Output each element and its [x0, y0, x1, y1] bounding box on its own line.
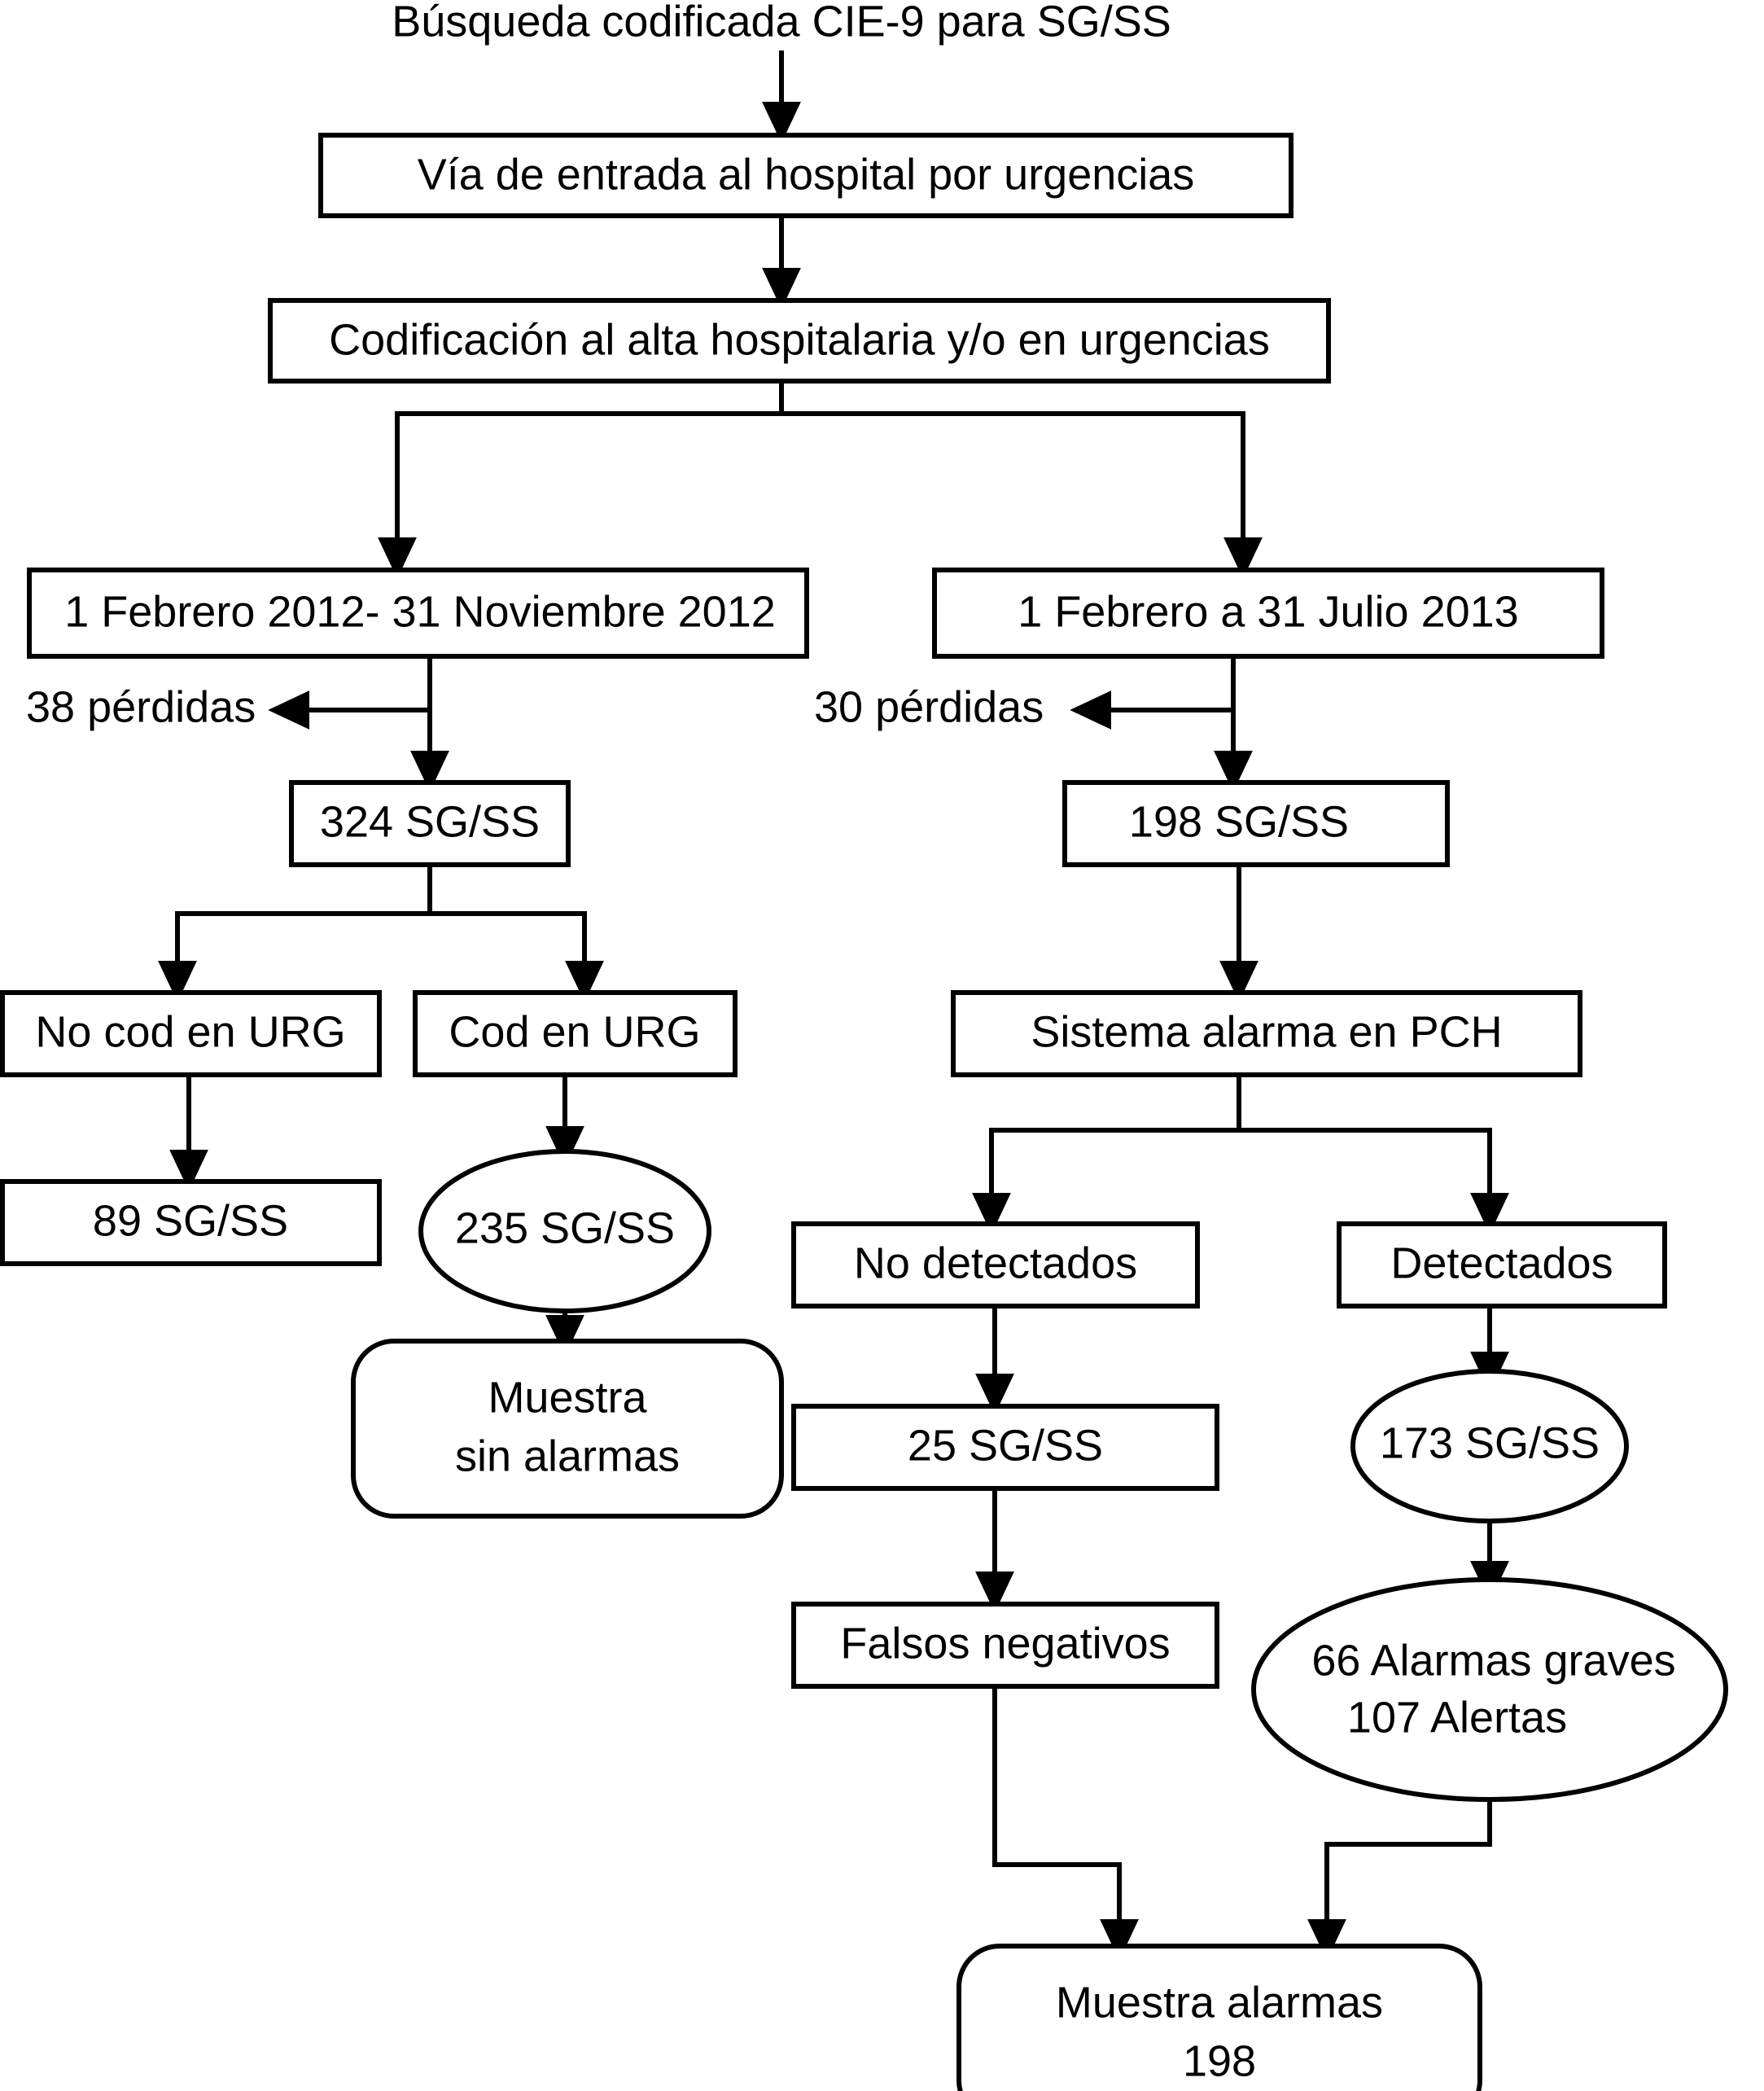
node-muestra-alarmas[interactable]: Muestra alarmas 198 — [956, 1944, 1482, 2091]
node-via-entrada[interactable]: Vía de entrada al hospital por urgencias — [318, 133, 1293, 218]
node-sgss-25-label: 25 SG/SS — [908, 1421, 1103, 1470]
node-falsos-negativos[interactable]: Falsos negativos — [791, 1602, 1219, 1689]
node-sgss-324-label: 324 SG/SS — [320, 797, 540, 846]
node-no-detectados[interactable]: No detectados — [791, 1221, 1200, 1309]
node-periodo-2012[interactable]: 1 Febrero 2012- 31 Noviembre 2012 — [27, 568, 809, 659]
node-no-detectados-label: No detectados — [854, 1238, 1137, 1287]
node-sgss-235-label: 235 SG/SS — [455, 1203, 675, 1252]
node-sgss-198-box[interactable] — [1062, 780, 1450, 867]
node-sistema-alarma-box[interactable] — [951, 990, 1582, 1077]
node-detectados-label: Detectados — [1390, 1238, 1613, 1287]
node-muestra-sin-alarmas-box[interactable] — [351, 1339, 784, 1519]
node-detectados-box[interactable] — [1337, 1221, 1667, 1309]
node-muestra-sin-alarmas[interactable]: Muestra sin alarmas — [351, 1339, 784, 1519]
edge-sgss-324-to-no-cod-urg — [158, 865, 432, 1002]
node-via-entrada-box[interactable] — [318, 133, 1293, 218]
node-cod-urg-label: Cod en URG — [449, 1007, 700, 1056]
node-muestra-alarmas-line2: 198 — [1183, 2036, 1256, 2085]
node-via-entrada-label: Vía de entrada al hospital por urgencias — [418, 150, 1195, 199]
node-alarmas-alertas-ellipse[interactable] — [1251, 1577, 1728, 1802]
node-detectados[interactable]: Detectados — [1337, 1221, 1667, 1309]
node-sgss-198-label: 198 SG/SS — [1129, 797, 1349, 846]
node-no-cod-urg[interactable]: No cod en URG — [0, 990, 382, 1077]
node-muestra-alarmas-box[interactable] — [956, 1944, 1482, 2091]
node-cod-urg[interactable]: Cod en URG — [413, 990, 738, 1077]
edge-codificacion-to-periodo-2013 — [781, 411, 1263, 579]
node-codificacion[interactable]: Codificación al alta hospitalaria y/o en… — [268, 298, 1331, 384]
node-alarmas-alertas[interactable]: 66 Alarmas graves 107 Alertas — [1251, 1577, 1728, 1802]
node-no-cod-urg-box[interactable] — [0, 990, 382, 1077]
node-alarmas-alertas-line2: 107 Alertas — [1347, 1693, 1567, 1742]
node-perdidas-38-label: 38 pérdidas — [26, 682, 256, 731]
node-periodo-2012-label: 1 Febrero 2012- 31 Noviembre 2012 — [64, 587, 776, 636]
node-periodo-2013-box[interactable] — [932, 568, 1604, 659]
node-sgss-25-box[interactable] — [791, 1404, 1219, 1491]
node-sgss-89[interactable]: 89 SG/SS — [0, 1179, 382, 1266]
node-muestra-alarmas-line1: Muestra alarmas — [1056, 1978, 1383, 2027]
node-alarmas-alertas-line1: 66 Alarmas graves — [1311, 1636, 1675, 1685]
node-periodo-2013[interactable]: 1 Febrero a 31 Julio 2013 — [932, 568, 1604, 659]
node-muestra-sin-alarmas-line1: Muestra — [488, 1373, 647, 1422]
node-falsos-negativos-box[interactable] — [791, 1602, 1219, 1689]
node-sgss-324[interactable]: 324 SG/SS — [289, 780, 571, 867]
node-root-label: Búsqueda codificada CIE-9 para SG/SS — [392, 0, 1171, 46]
node-falsos-negativos-label: Falsos negativos — [840, 1619, 1170, 1668]
edge-alarmas-alertas-to-muestra-alarmas — [1307, 1799, 1492, 1961]
node-no-detectados-box[interactable] — [791, 1221, 1200, 1309]
edge-sgss-324-to-cod-urg — [430, 911, 604, 1002]
node-periodo-2013-label: 1 Febrero a 31 Julio 2013 — [1018, 587, 1518, 636]
node-muestra-sin-alarmas-line2: sin alarmas — [455, 1431, 680, 1480]
node-sistema-alarma[interactable]: Sistema alarma en PCH — [951, 990, 1582, 1077]
node-periodo-2012-box[interactable] — [27, 568, 809, 659]
node-sgss-173-label: 173 SG/SS — [1380, 1418, 1600, 1467]
node-sistema-alarma-label: Sistema alarma en PCH — [1031, 1007, 1502, 1056]
node-sgss-173-ellipse[interactable] — [1350, 1369, 1629, 1523]
node-sgss-25[interactable]: 25 SG/SS — [791, 1404, 1219, 1491]
node-sgss-89-label: 89 SG/SS — [93, 1196, 288, 1245]
node-sgss-235[interactable]: 235 SG/SS — [418, 1149, 711, 1313]
node-sgss-324-box[interactable] — [289, 780, 571, 867]
node-cod-urg-box[interactable] — [413, 990, 738, 1077]
node-perdidas-30-label: 30 pérdidas — [814, 682, 1044, 731]
edge-sistema-alarma-to-no-detectados — [972, 1075, 1241, 1234]
node-sgss-173[interactable]: 173 SG/SS — [1350, 1369, 1629, 1523]
edge-codificacion-to-periodo-2012 — [378, 381, 784, 579]
node-no-cod-urg-label: No cod en URG — [35, 1007, 345, 1056]
node-sgss-235-ellipse[interactable] — [418, 1149, 711, 1313]
edge-sistema-alarma-to-detectados — [1239, 1128, 1509, 1234]
edge-falsos-negativos-to-muestra-alarmas — [992, 1688, 1139, 1961]
node-codificacion-box[interactable] — [268, 298, 1331, 384]
node-sgss-89-box[interactable] — [0, 1179, 382, 1266]
node-codificacion-label: Codificación al alta hospitalaria y/o en… — [329, 315, 1270, 364]
node-sgss-198[interactable]: 198 SG/SS — [1062, 780, 1450, 867]
